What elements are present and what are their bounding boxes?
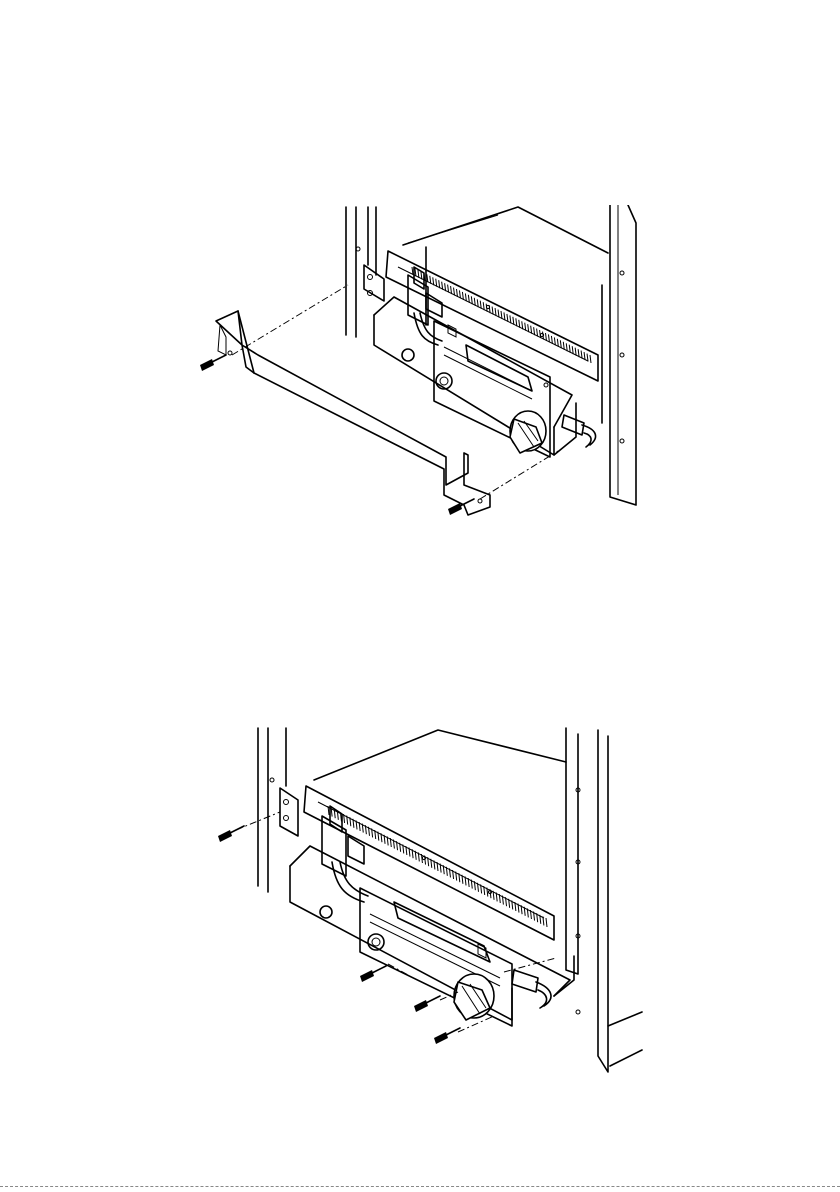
screw-icon xyxy=(360,966,386,982)
page-bottom-rule xyxy=(0,1186,840,1187)
control-knob-icon xyxy=(454,974,494,1020)
screw-icon xyxy=(414,996,440,1012)
screw-icon xyxy=(200,355,226,371)
bracket-removal-diagram-icon xyxy=(198,205,643,517)
figure-2-drawing xyxy=(214,726,644,1076)
mounting-bracket-icon xyxy=(216,311,490,515)
screw-icon xyxy=(448,499,474,515)
screw-icon xyxy=(434,1028,460,1044)
control-panel-screws-diagram-icon xyxy=(214,726,644,1076)
figure-1-drawing xyxy=(198,205,643,517)
screw-icon xyxy=(218,826,244,842)
